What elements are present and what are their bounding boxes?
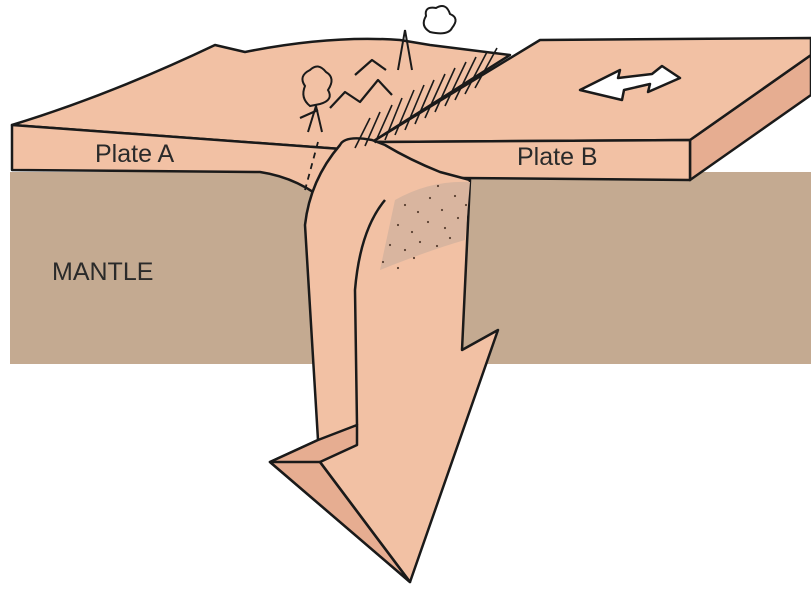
plate-a-label: Plate A	[95, 140, 175, 168]
mantle-label: MANTLE	[52, 258, 153, 286]
plate-b-label: Plate B	[517, 143, 598, 171]
eruption-plume-top	[424, 6, 456, 33]
eruption-plume-left	[302, 66, 331, 106]
